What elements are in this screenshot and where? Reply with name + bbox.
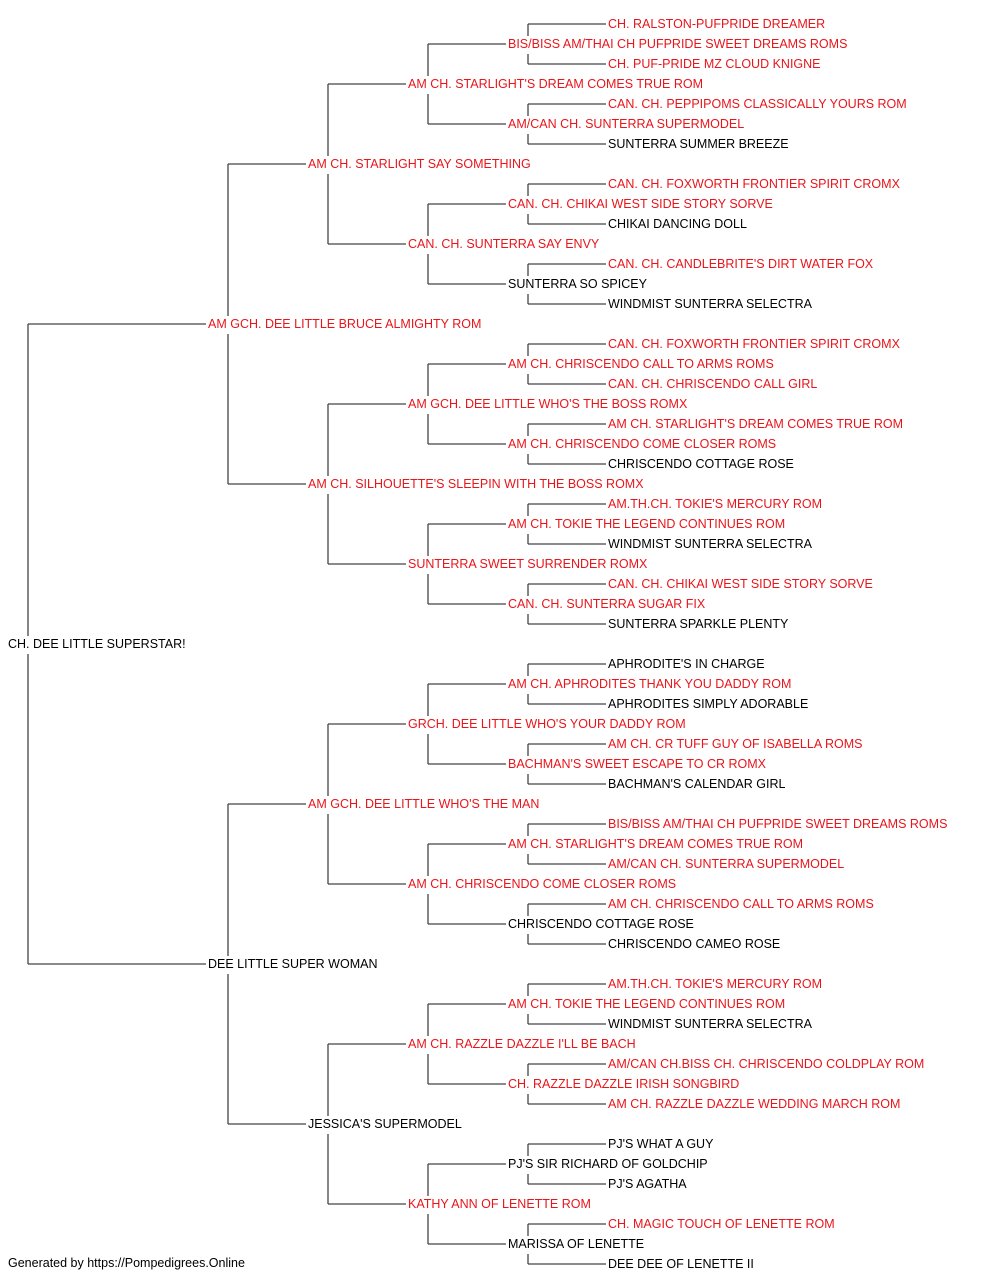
dog-name-gen0: CH. DEE LITTLE SUPERSTAR! [8, 637, 186, 651]
dog-name-gen2: AM GCH. DEE LITTLE WHO'S THE MAN [308, 797, 539, 811]
dog-name-gen4: AM CH. TOKIE THE LEGEND CONTINUES ROM [508, 517, 785, 531]
pedigree-labels: CH. DEE LITTLE SUPERSTAR! AM GCH. DEE LIT… [8, 17, 947, 1271]
dog-name-gen4: BIS/BISS AM/THAI CH PUFPRIDE SWEET DREAM… [508, 37, 847, 51]
dog-name-gen5: AM CH. CHRISCENDO CALL TO ARMS ROMS [608, 897, 874, 911]
dog-name-gen4: CAN. CH. CHIKAI WEST SIDE STORY SORVE [508, 197, 773, 211]
dog-name-gen4: CAN. CH. SUNTERRA SUGAR FIX [508, 597, 706, 611]
dog-name-gen5: CAN. CH. CANDLEBRITE'S DIRT WATER FOX [608, 257, 874, 271]
dog-name-gen5: CH. MAGIC TOUCH OF LENETTE ROM [608, 1217, 835, 1231]
dog-name-gen5: AM/CAN CH.BISS CH. CHRISCENDO COLDPLAY R… [608, 1057, 924, 1071]
dog-name-gen3: AM CH. CHRISCENDO COME CLOSER ROMS [408, 877, 676, 891]
dog-name-gen3: AM CH. RAZZLE DAZZLE I'LL BE BACH [408, 1037, 636, 1051]
dog-name-gen3: KATHY ANN OF LENETTE ROM [408, 1197, 591, 1211]
dog-name-gen2: JESSICA'S SUPERMODEL [308, 1117, 462, 1131]
dog-name-gen2: AM CH. STARLIGHT SAY SOMETHING [308, 157, 531, 171]
dog-name-gen4: AM CH. TOKIE THE LEGEND CONTINUES ROM [508, 997, 785, 1011]
dog-name-gen4: AM CH. CHRISCENDO COME CLOSER ROMS [508, 437, 776, 451]
dog-name-gen5: CAN. CH. CHIKAI WEST SIDE STORY SORVE [608, 577, 873, 591]
dog-name-gen3: GRCH. DEE LITTLE WHO'S YOUR DADDY ROM [408, 717, 686, 731]
dog-name-gen5: CAN. CH. PEPPIPOMS CLASSICALLY YOURS ROM [608, 97, 907, 111]
dog-name-gen4: SUNTERRA SO SPICEY [508, 277, 648, 291]
dog-name-gen5: APHRODITES SIMPLY ADORABLE [608, 697, 808, 711]
dog-name-gen5: WINDMIST SUNTERRA SELECTRA [608, 297, 813, 311]
dog-name-gen3: AM CH. STARLIGHT'S DREAM COMES TRUE ROM [408, 77, 703, 91]
dog-name-gen3: AM GCH. DEE LITTLE WHO'S THE BOSS ROMX [408, 397, 688, 411]
dog-name-gen5: CH. PUF-PRIDE MZ CLOUD KNIGNE [608, 57, 821, 71]
dog-name-gen5: WINDMIST SUNTERRA SELECTRA [608, 1017, 813, 1031]
dog-name-gen4: CHRISCENDO COTTAGE ROSE [508, 917, 694, 931]
dog-name-gen5: APHRODITE'S IN CHARGE [608, 657, 765, 671]
dog-name-gen5: AM CH. CR TUFF GUY OF ISABELLA ROMS [608, 737, 862, 751]
dog-name-gen4: CH. RAZZLE DAZZLE IRISH SONGBIRD [508, 1077, 739, 1091]
dog-name-gen4: AM CH. CHRISCENDO CALL TO ARMS ROMS [508, 357, 774, 371]
generated-by-footer: Generated by https://Pompedigrees.Online [8, 1256, 245, 1270]
dog-name-gen5: BACHMAN'S CALENDAR GIRL [608, 777, 785, 791]
dog-name-gen1: AM GCH. DEE LITTLE BRUCE ALMIGHTY ROM [208, 317, 481, 331]
dog-name-gen2: AM CH. SILHOUETTE'S SLEEPIN WITH THE BOS… [308, 477, 644, 491]
dog-name-gen5: AM.TH.CH. TOKIE'S MERCURY ROM [608, 977, 822, 991]
dog-name-gen4: PJ'S SIR RICHARD OF GOLDCHIP [508, 1157, 708, 1171]
dog-name-gen5: CHRISCENDO CAMEO ROSE [608, 937, 780, 951]
dog-name-gen4: AM/CAN CH. SUNTERRA SUPERMODEL [508, 117, 744, 131]
dog-name-gen3: CAN. CH. SUNTERRA SAY ENVY [408, 237, 600, 251]
dog-name-gen5: CAN. CH. CHRISCENDO CALL GIRL [608, 377, 817, 391]
dog-name-gen5: CHIKAI DANCING DOLL [608, 217, 747, 231]
dog-name-gen5: CAN. CH. FOXWORTH FRONTIER SPIRIT CROMX [608, 177, 901, 191]
dog-name-gen5: PJ'S WHAT A GUY [608, 1137, 714, 1151]
dog-name-gen5: AM.TH.CH. TOKIE'S MERCURY ROM [608, 497, 822, 511]
dog-name-gen3: SUNTERRA SWEET SURRENDER ROMX [408, 557, 648, 571]
dog-name-gen5: WINDMIST SUNTERRA SELECTRA [608, 537, 813, 551]
dog-name-gen5: SUNTERRA SUMMER BREEZE [608, 137, 789, 151]
dog-name-gen4: BACHMAN'S SWEET ESCAPE TO CR ROMX [508, 757, 767, 771]
dog-name-gen5: AM/CAN CH. SUNTERRA SUPERMODEL [608, 857, 844, 871]
dog-name-gen5: PJ'S AGATHA [608, 1177, 687, 1191]
dog-name-gen5: AM CH. RAZZLE DAZZLE WEDDING MARCH ROM [608, 1097, 900, 1111]
dog-name-gen5: CAN. CH. FOXWORTH FRONTIER SPIRIT CROMX [608, 337, 901, 351]
dog-name-gen4: AM CH. STARLIGHT'S DREAM COMES TRUE ROM [508, 837, 803, 851]
dog-name-gen5: CH. RALSTON-PUFPRIDE DREAMER [608, 17, 825, 31]
dog-name-gen5: DEE DEE OF LENETTE II [608, 1257, 754, 1271]
dog-name-gen4: AM CH. APHRODITES THANK YOU DADDY ROM [508, 677, 791, 691]
dog-name-gen5: BIS/BISS AM/THAI CH PUFPRIDE SWEET DREAM… [608, 817, 947, 831]
dog-name-gen5: AM CH. STARLIGHT'S DREAM COMES TRUE ROM [608, 417, 903, 431]
dog-name-gen5: SUNTERRA SPARKLE PLENTY [608, 617, 789, 631]
dog-name-gen5: CHRISCENDO COTTAGE ROSE [608, 457, 794, 471]
dog-name-gen4: MARISSA OF LENETTE [508, 1237, 644, 1251]
pedigree-connectors [27, 23, 606, 1265]
dog-name-gen1: DEE LITTLE SUPER WOMAN [208, 957, 377, 971]
